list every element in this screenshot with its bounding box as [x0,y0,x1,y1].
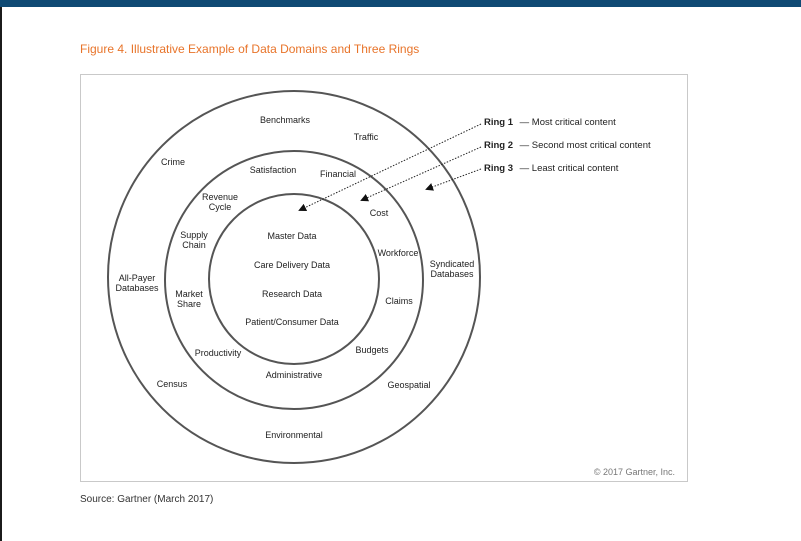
ring-1-circle [208,193,380,365]
legend-ring-3: Ring 3 — Least critical content [484,163,619,174]
label-claims: Claims [385,296,413,306]
legend-ring-3-name: Ring 3 [484,163,513,174]
label-benchmarks: Benchmarks [260,115,311,125]
ring-2-circle [164,150,424,410]
label-administrative: Administrative [266,370,323,380]
label-care-delivery-data: Care Delivery Data [254,260,330,270]
label-cost: Cost [370,208,389,218]
label-environmental: Environmental [265,430,323,440]
label-master-data: Master Data [267,231,316,241]
legend-ring-1: Ring 1 — Most critical content [484,117,616,128]
label-research-data: Research Data [262,289,322,299]
label-revenue-1: Revenue [202,192,238,202]
ring-2-arrow [360,146,482,202]
label-financial: Financial [320,169,356,179]
label-census: Census [157,379,188,389]
legend-ring-2: Ring 2 — Second most critical content [484,140,651,151]
label-syndicated-1: Syndicated [430,259,475,269]
label-productivity: Productivity [195,348,242,358]
legend-ring-1-desc: — Most critical content [520,117,616,128]
label-market-1: Market [175,289,203,299]
figure-source: Source: Gartner (March 2017) [80,494,214,505]
left-edge-bar [0,7,2,541]
figure-frame [80,74,688,482]
ring-3-arrow [425,168,482,191]
label-budgets: Budgets [355,345,389,355]
label-syndicated-2: Databases [430,269,474,279]
label-geospatial: Geospatial [387,380,430,390]
label-traffic: Traffic [354,132,379,142]
label-revenue-2: Cycle [209,202,232,212]
label-market-2: Share [177,299,201,309]
label-supply-1: Supply [180,230,208,240]
label-workforce: Workforce [378,248,419,258]
copyright-notice: © 2017 Gartner, Inc. [594,467,675,477]
figure-title: Figure 4. Illustrative Example of Data D… [80,42,420,56]
top-bar [0,0,801,7]
legend-ring-3-desc: — Least critical content [520,163,619,174]
label-patient-consumer-data: Patient/Consumer Data [245,317,339,327]
label-supply-2: Chain [182,240,206,250]
ring-3-circle [107,90,481,464]
ring-1-arrow [298,123,482,212]
label-satisfaction: Satisfaction [250,165,297,175]
label-all-payer-2: Databases [115,283,159,293]
legend-ring-1-name: Ring 1 [484,117,514,128]
label-crime: Crime [161,157,185,167]
legend-ring-2-desc: — Second most critical content [520,140,651,151]
label-all-payer-1: All-Payer [119,273,156,283]
legend-ring-2-name: Ring 2 [484,140,513,151]
